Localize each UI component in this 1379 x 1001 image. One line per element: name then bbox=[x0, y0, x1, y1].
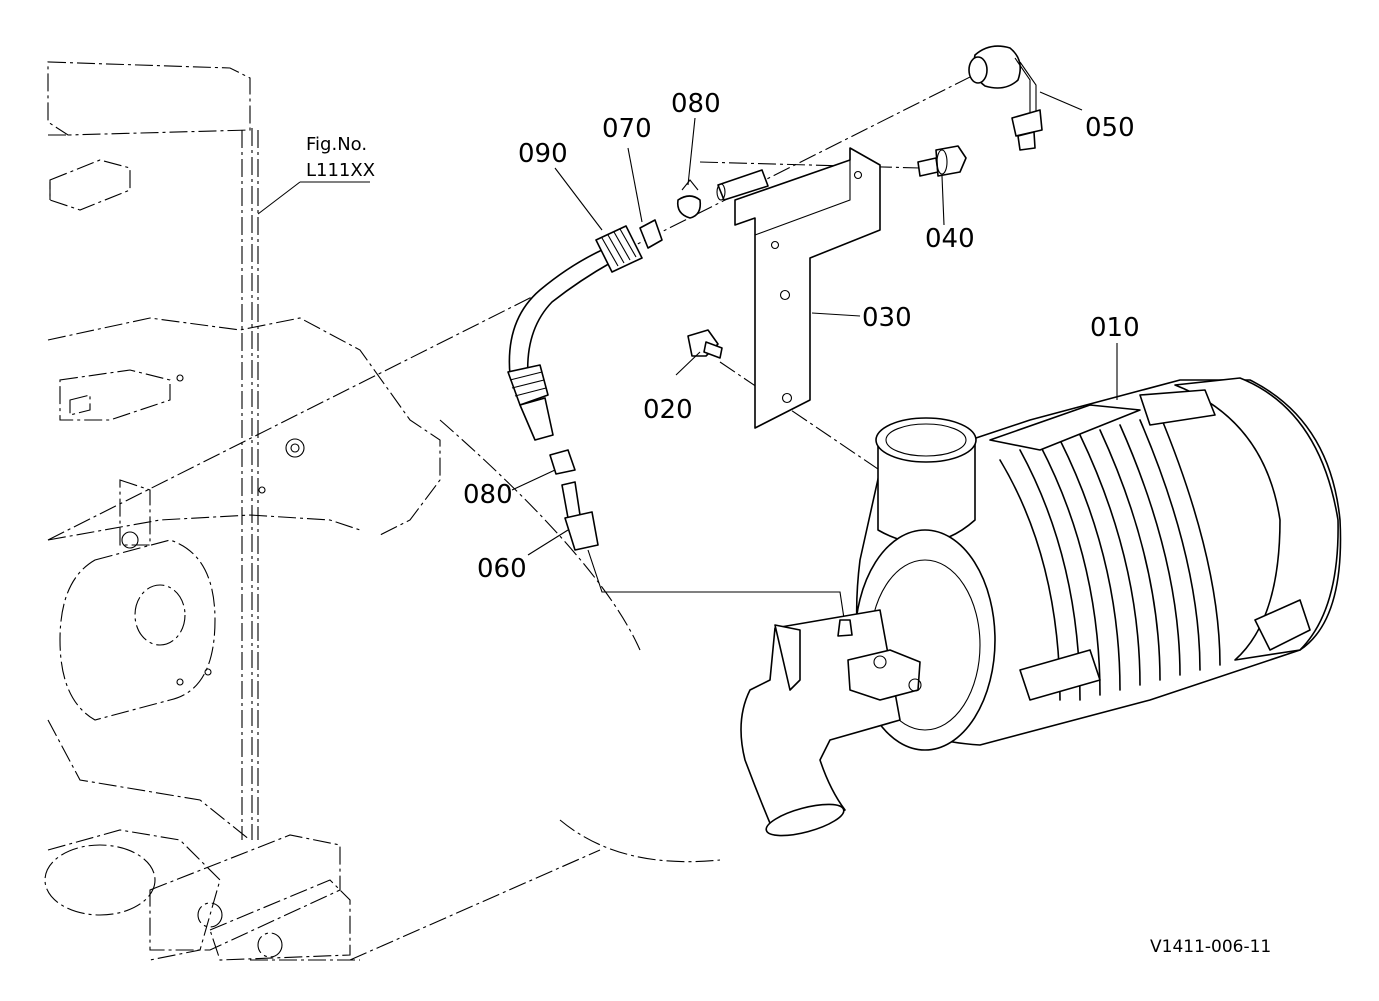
callout-070: 070 bbox=[602, 114, 652, 144]
fitting-020 bbox=[687, 329, 723, 359]
bolt-040 bbox=[917, 145, 967, 177]
callout-030: 030 bbox=[862, 303, 912, 333]
callout-080-upper: 080 bbox=[671, 89, 721, 119]
clip-080-lower bbox=[549, 449, 576, 475]
bracket-030 bbox=[734, 147, 881, 429]
callout-010: 010 bbox=[1090, 313, 1140, 343]
figure-ref-line2: L111XX bbox=[306, 160, 375, 181]
connector-070 bbox=[639, 219, 663, 249]
callout-090: 090 bbox=[518, 139, 568, 169]
machine-frame-phantom bbox=[44, 61, 721, 961]
hose-090 bbox=[507, 225, 643, 441]
assembly-centerlines bbox=[47, 71, 1006, 626]
callout-050: 050 bbox=[1085, 113, 1135, 143]
callout-040: 040 bbox=[925, 224, 975, 254]
fitting-060 bbox=[561, 481, 599, 551]
callout-leaders bbox=[257, 91, 1118, 556]
figure-ref-line1: Fig.No. bbox=[306, 134, 367, 155]
callout-060: 060 bbox=[477, 554, 527, 584]
clip-080-upper bbox=[676, 179, 702, 219]
drawing-code: V1411-006-11 bbox=[1150, 937, 1271, 957]
pipe-upper bbox=[716, 169, 769, 201]
callout-020: 020 bbox=[643, 395, 693, 425]
air-cleaner-010 bbox=[740, 377, 1342, 837]
figure-reference: Fig.No. L111XX bbox=[306, 134, 375, 181]
indicator-switch-050 bbox=[968, 45, 1043, 151]
callout-080-lower: 080 bbox=[463, 480, 513, 510]
